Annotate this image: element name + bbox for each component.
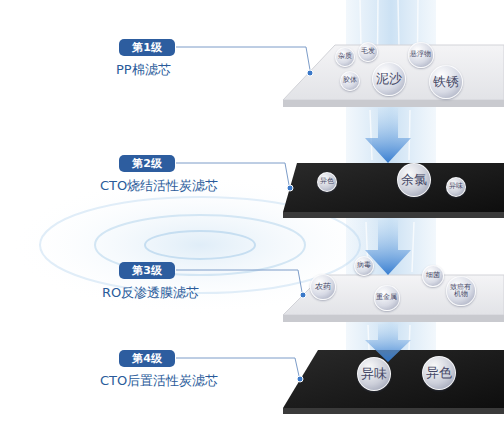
contaminant-name: 胶体: [343, 77, 357, 84]
contaminant-name: 杂质: [338, 53, 352, 60]
contaminant-bubble: 农药: [310, 274, 336, 300]
water-streak: [409, 325, 410, 350]
contaminant-bubble: 异味: [446, 177, 466, 197]
filter-name: CTO烧结活性炭滤芯: [100, 177, 218, 195]
leader-dot: [297, 376, 303, 382]
filter-name: CTO后置活性炭滤芯: [100, 372, 218, 390]
contaminant-bubble: 细菌: [422, 265, 444, 287]
carbon-filter-layer: [283, 163, 504, 212]
contaminant-name: 异色: [426, 366, 452, 380]
ro-membrane-edge: [283, 315, 504, 322]
contaminant-name: 异色: [320, 178, 334, 185]
contaminant-name: 农药: [315, 283, 331, 291]
contaminant-name: 毛发: [361, 48, 375, 55]
contaminant-bubble: 毛发: [358, 42, 378, 62]
contaminant-bubble: 杂质: [335, 47, 355, 67]
leader-dot: [287, 185, 293, 191]
pp-filter-layer: [283, 45, 504, 100]
leader-line: [176, 47, 310, 70]
filter-name: RO反渗透膜滤芯: [102, 284, 199, 302]
contaminant-name: 悬浮物: [410, 51, 431, 58]
contaminant-name: 泥沙: [376, 72, 402, 86]
contaminant-bubble: 异色: [317, 172, 337, 192]
water-streak: [409, 110, 410, 160]
post-carbon-layer: [283, 350, 504, 408]
contaminant-bubble: 余氯: [397, 163, 431, 197]
ro-membrane-layer: [283, 275, 504, 315]
contaminant-name: 余氯: [401, 173, 427, 187]
contaminant-name: 异味: [449, 183, 463, 190]
post-carbon-edge: [283, 408, 504, 414]
leader-dot: [300, 292, 306, 298]
contaminant-name: 致癌有机物: [450, 284, 472, 299]
contaminant-bubble: 异色: [422, 356, 456, 390]
contaminant-name: 病毒: [357, 262, 371, 269]
water-streak: [412, 222, 414, 272]
leader-lines: [176, 47, 310, 376]
leader-dot: [307, 70, 313, 76]
water-ripple: [145, 231, 255, 259]
contaminant-bubble: 致癌有机物: [446, 276, 475, 305]
stage-number: 第3级: [119, 262, 175, 279]
filter-stage-label: 第4级 CTO后置活性炭滤芯: [100, 350, 218, 390]
contaminant-bubble: 重金属: [374, 285, 399, 310]
contaminant-name: 细菌: [426, 272, 440, 279]
contaminant-bubble: 铁锈: [429, 65, 463, 99]
stage-number: 第2级: [119, 155, 175, 172]
carbon-filter-edge: [283, 212, 504, 218]
contaminant-name: 重金属: [376, 294, 397, 301]
contaminant-bubble: 泥沙: [372, 62, 406, 96]
pp-filter-edge: [283, 100, 504, 107]
contaminant-bubble: 异味: [357, 357, 391, 391]
filter-stage-label: 第2级 CTO烧结活性炭滤芯: [100, 155, 218, 195]
water-streak: [368, 325, 369, 350]
contaminant-name: 异味: [361, 367, 387, 381]
filter-stage-label: 第3级 RO反渗透膜滤芯: [100, 262, 199, 302]
flow-arrow: [365, 108, 411, 163]
stage-number: 第4级: [119, 350, 175, 367]
filter-name: PP棉滤芯: [116, 61, 171, 79]
contaminant-bubble: 胶体: [340, 71, 360, 91]
contaminant-bubble: 病毒: [354, 256, 374, 276]
stage-number: 第1级: [119, 39, 175, 56]
contaminant-bubble: 悬浮物: [408, 42, 433, 67]
filter-stage-label: 第1级 PP棉滤芯: [113, 39, 175, 79]
water-streak: [370, 110, 372, 160]
contaminant-name: 铁锈: [433, 75, 459, 89]
